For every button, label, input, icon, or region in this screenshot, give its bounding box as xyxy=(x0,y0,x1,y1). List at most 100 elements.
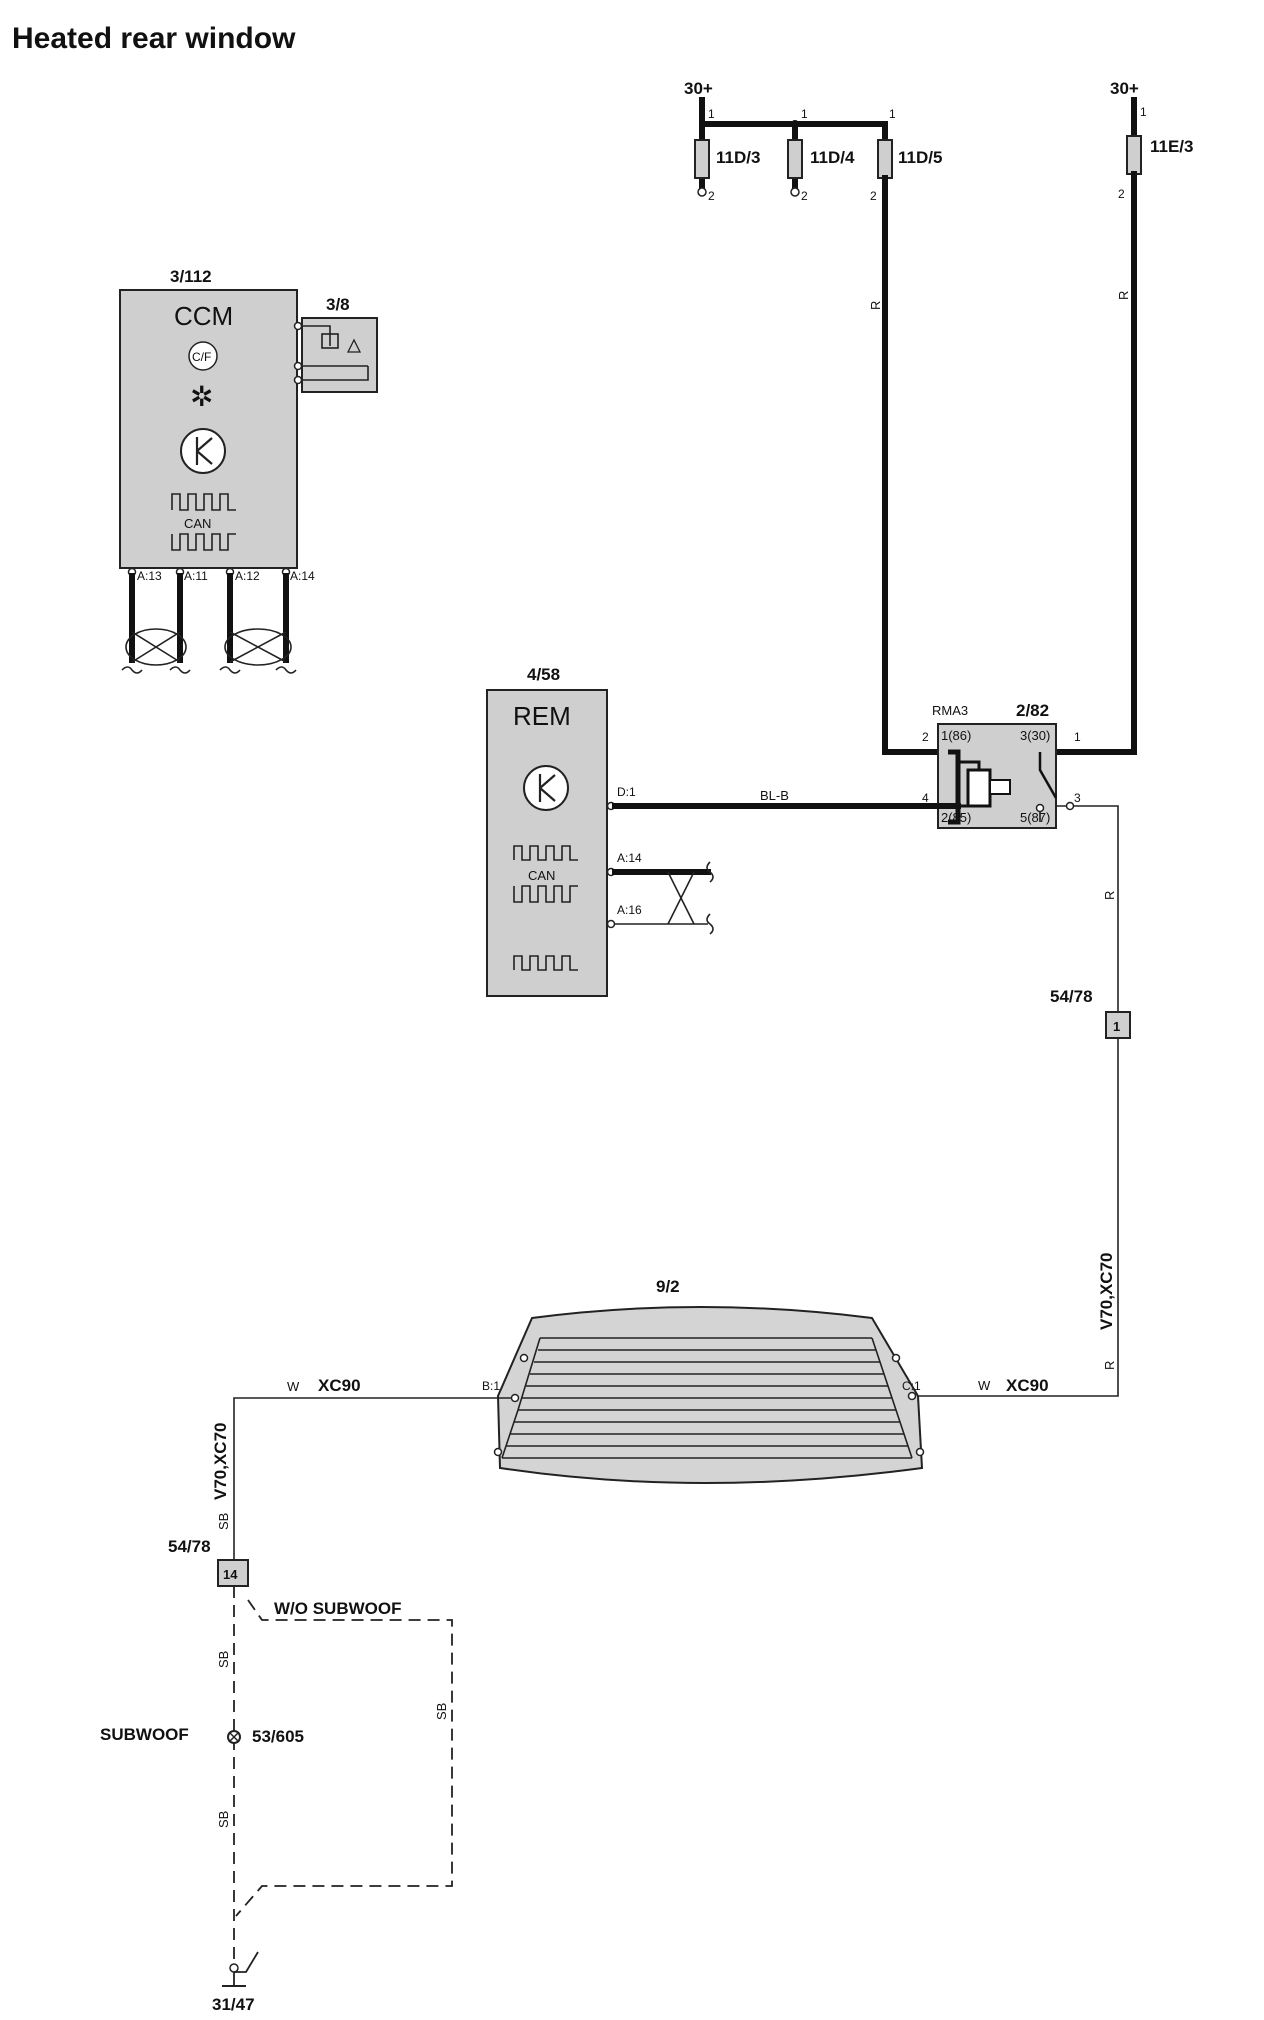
wire-continuation xyxy=(169,666,191,674)
wire-continuation xyxy=(706,861,714,883)
pin xyxy=(293,375,303,385)
ground-pin xyxy=(229,1963,239,1973)
wire-color-label: SB xyxy=(216,1651,231,1668)
wire-color-label: W xyxy=(287,1379,300,1394)
contact-pin xyxy=(1035,803,1045,813)
heater-grid xyxy=(501,1337,913,1459)
control-unit-icon xyxy=(180,428,226,474)
variant-label: SUBWOOF xyxy=(100,1725,189,1744)
ccm-can-wires xyxy=(121,573,297,674)
relay-terminal: 1 xyxy=(1074,730,1081,744)
connector-lower: 54/78 14 xyxy=(168,1537,249,1587)
sensor-wiring xyxy=(302,325,369,381)
rem-name: REM xyxy=(513,701,571,731)
wire-11d5-to-relay xyxy=(882,175,951,755)
fuse-pin xyxy=(697,187,707,197)
variant-label: W/O SUBWOOF xyxy=(274,1599,401,1618)
twist-marker xyxy=(667,871,695,925)
connector-ref: 54/78 xyxy=(168,1537,211,1556)
splice-cross xyxy=(228,1731,240,1743)
window-pin xyxy=(907,1391,917,1401)
window-pin xyxy=(510,1393,520,1403)
can-low-icon xyxy=(171,533,236,551)
fuse-pin-bottom: 2 xyxy=(1118,187,1125,201)
wire-color-label: SB xyxy=(216,1513,231,1530)
window-pin xyxy=(891,1353,901,1363)
fuse-body xyxy=(694,139,710,179)
ccm-ref: 3/112 xyxy=(170,267,212,286)
fuse-body xyxy=(787,139,803,179)
ccm-pin-label: A:12 xyxy=(235,569,260,583)
relay-switch xyxy=(1038,752,1058,799)
variant-label: XC90 xyxy=(1006,1376,1049,1395)
window-pin xyxy=(915,1447,925,1457)
coil-lead xyxy=(958,760,981,808)
temp-unit-icon xyxy=(188,341,218,371)
rem-box xyxy=(486,689,608,997)
supply-label-right: 30+ xyxy=(1110,79,1139,98)
rem-pin-label: D:1 xyxy=(617,785,636,799)
relay-terminal: 4 xyxy=(922,791,929,805)
fuse-label: 11D/4 xyxy=(810,148,855,167)
connector-pin: 1 xyxy=(1113,1019,1120,1034)
control-unit-icon xyxy=(523,765,569,811)
junction-dot xyxy=(791,120,799,128)
twist-loop xyxy=(125,628,187,666)
fuse-pin-top: 1 xyxy=(708,107,715,121)
wire-color-label: SB xyxy=(216,1811,231,1828)
pin xyxy=(293,321,303,331)
variant-label: V70,XC70 xyxy=(211,1423,230,1501)
rear-window: 9/2 B:1 C:1 xyxy=(482,1277,925,1484)
supply-right: 30+ 1 2 11E/3 xyxy=(1110,79,1194,201)
wire-without-subwoofer xyxy=(235,1599,453,1917)
ccm-name: CCM xyxy=(174,301,233,331)
wire-11e3-to-relay xyxy=(1053,171,1137,755)
variant-label: V70,XC70 xyxy=(1097,1253,1116,1331)
rear-window-pin-right: C:1 xyxy=(902,1379,921,1393)
relay-coil xyxy=(966,768,992,808)
ccm-sub-ref: 3/8 xyxy=(326,295,350,314)
connector-ref: 54/78 xyxy=(1050,987,1093,1006)
fuse-pin-top: 1 xyxy=(889,107,896,121)
can-low-icon xyxy=(513,885,578,903)
supply-label-left: 30+ xyxy=(684,79,713,98)
connector-pin: 14 xyxy=(223,1567,238,1582)
sensor-box xyxy=(301,317,378,393)
wire-continuation xyxy=(219,666,241,674)
wire-color-label: R xyxy=(1102,1361,1117,1370)
fuse-pin-bottom: 2 xyxy=(801,189,808,203)
ground-point: 31/47 xyxy=(212,1951,259,2014)
sensor-element xyxy=(321,333,339,349)
fuse-pin xyxy=(790,187,800,197)
fuse-label: 11D/5 xyxy=(898,148,942,167)
relay-pin-label: 1(86) xyxy=(941,728,971,743)
wire-color-label: W xyxy=(978,1378,991,1393)
window-pin xyxy=(519,1353,529,1363)
wire-color-label: R xyxy=(1102,891,1117,900)
relay-name: RMA3 xyxy=(932,703,968,718)
ground-icon xyxy=(233,1951,259,1986)
wire-color-label: BL-B xyxy=(760,788,789,803)
rem-pin-label: A:16 xyxy=(617,903,642,917)
fuse-11d3: 1 2 11D/3 xyxy=(694,107,760,203)
relay-module: RMA3 2/82 1(86) 2(85) 3(30) 5(87) 2 4 1 … xyxy=(922,701,1081,829)
wire-window-to-ground xyxy=(233,1397,511,1560)
rear-window-ref: 9/2 xyxy=(656,1277,680,1296)
ground-ref: 31/47 xyxy=(212,1995,255,2014)
fuse-body xyxy=(877,139,893,179)
rem-ref: 4/58 xyxy=(527,665,560,684)
twist-marker xyxy=(229,631,287,663)
window-pin xyxy=(493,1447,503,1457)
relay-pin-label: 5(87) xyxy=(1020,810,1050,825)
coil-wire xyxy=(948,749,961,825)
wire-color-label: SB xyxy=(434,1703,449,1720)
ccm-pin-label: A:11 xyxy=(184,569,208,583)
wire-color-label: R xyxy=(868,301,883,310)
relay-ref: 2/82 xyxy=(1016,701,1049,720)
lin-bus-icon xyxy=(513,955,578,971)
wire-color-label: R xyxy=(1116,291,1131,300)
fuse-label: 11E/3 xyxy=(1150,137,1194,156)
ground-splice-ref: 53/605 xyxy=(252,1727,304,1746)
